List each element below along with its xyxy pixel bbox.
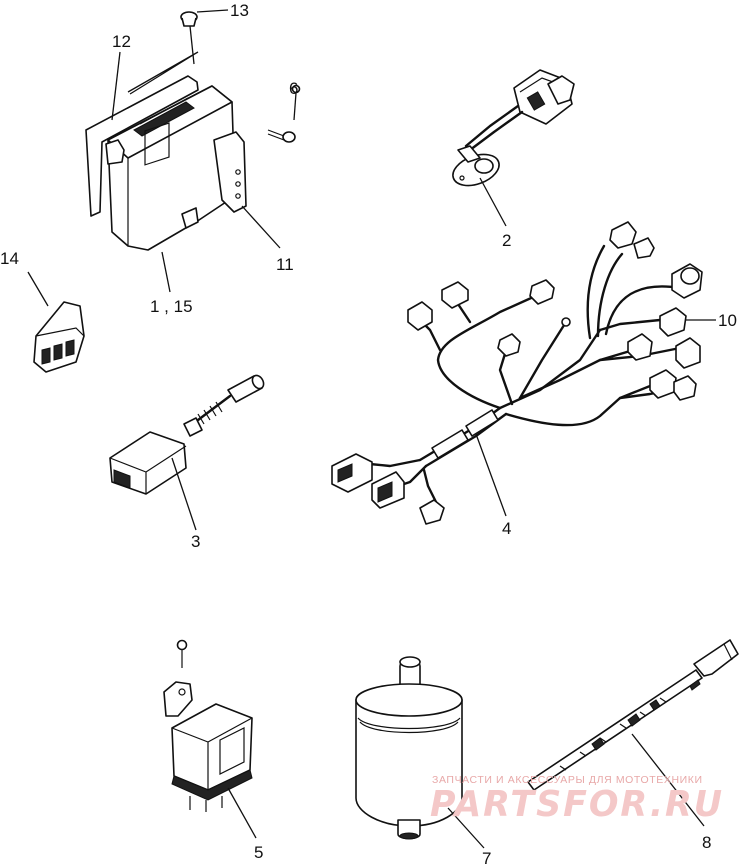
watermark-caption: ЗАПЧАСТИ И АКСЕССУАРЫ ДЛЯ МОТОТЕХНИКИ <box>432 774 703 786</box>
part-ecu-module <box>85 75 247 251</box>
callout-5: 5 <box>254 843 263 862</box>
part-screw-6 <box>267 84 301 143</box>
harness-connector-right-d <box>673 375 697 401</box>
harness-connector-right-a <box>627 333 653 361</box>
harness-connector-10 <box>659 307 687 337</box>
callout-2: 2 <box>502 231 511 250</box>
watermark: ЗАПЧАСТИ И АКСЕССУАРЫ ДЛЯ МОТОТЕХНИКИ PA… <box>430 774 724 825</box>
part-ecu-connector <box>133 101 195 137</box>
harness-connector-up-a <box>609 221 637 249</box>
callout-11: 11 <box>276 255 294 274</box>
harness-connector-mid <box>497 333 521 357</box>
callout-6: 6 <box>289 79 298 98</box>
callout-7: 7 <box>482 849 491 866</box>
callout-10: 10 <box>718 311 737 330</box>
harness-connector-left-c <box>419 499 445 525</box>
callout-3: 3 <box>191 532 200 551</box>
part-grommet-13 <box>180 11 198 27</box>
watermark-logo: PARTSFOR.RU <box>430 784 724 825</box>
part-cable-strap-8 <box>527 639 739 791</box>
part-relay-14 <box>33 301 85 373</box>
callout-8: 8 <box>702 833 711 852</box>
part-relay-5 <box>163 639 253 812</box>
part-wiring-harness-4 <box>331 221 703 525</box>
harness-connector-top-a <box>407 301 433 331</box>
part-sensor-2 <box>452 69 575 187</box>
harness-connector-right-c <box>649 369 677 399</box>
harness-connector-top-b <box>441 281 469 309</box>
harness-connector-right-b <box>675 337 701 369</box>
part-clip-11 <box>213 131 247 213</box>
callout-1-15: 1 , 15 <box>150 297 193 316</box>
part-fuel-filter-7 <box>355 656 463 840</box>
part-ecu-label <box>144 122 170 166</box>
harness-connector-top-c <box>529 279 555 305</box>
harness-connector-up-b <box>633 237 655 259</box>
part-bracket-plate <box>85 75 199 217</box>
callout-13: 13 <box>230 1 249 20</box>
callout-4: 4 <box>502 519 511 538</box>
leader-lines <box>27 9 716 849</box>
part-sensor-3 <box>109 374 265 495</box>
callout-12: 12 <box>112 32 131 51</box>
strap-teeth <box>559 697 667 771</box>
callout-14: 14 <box>0 249 19 268</box>
